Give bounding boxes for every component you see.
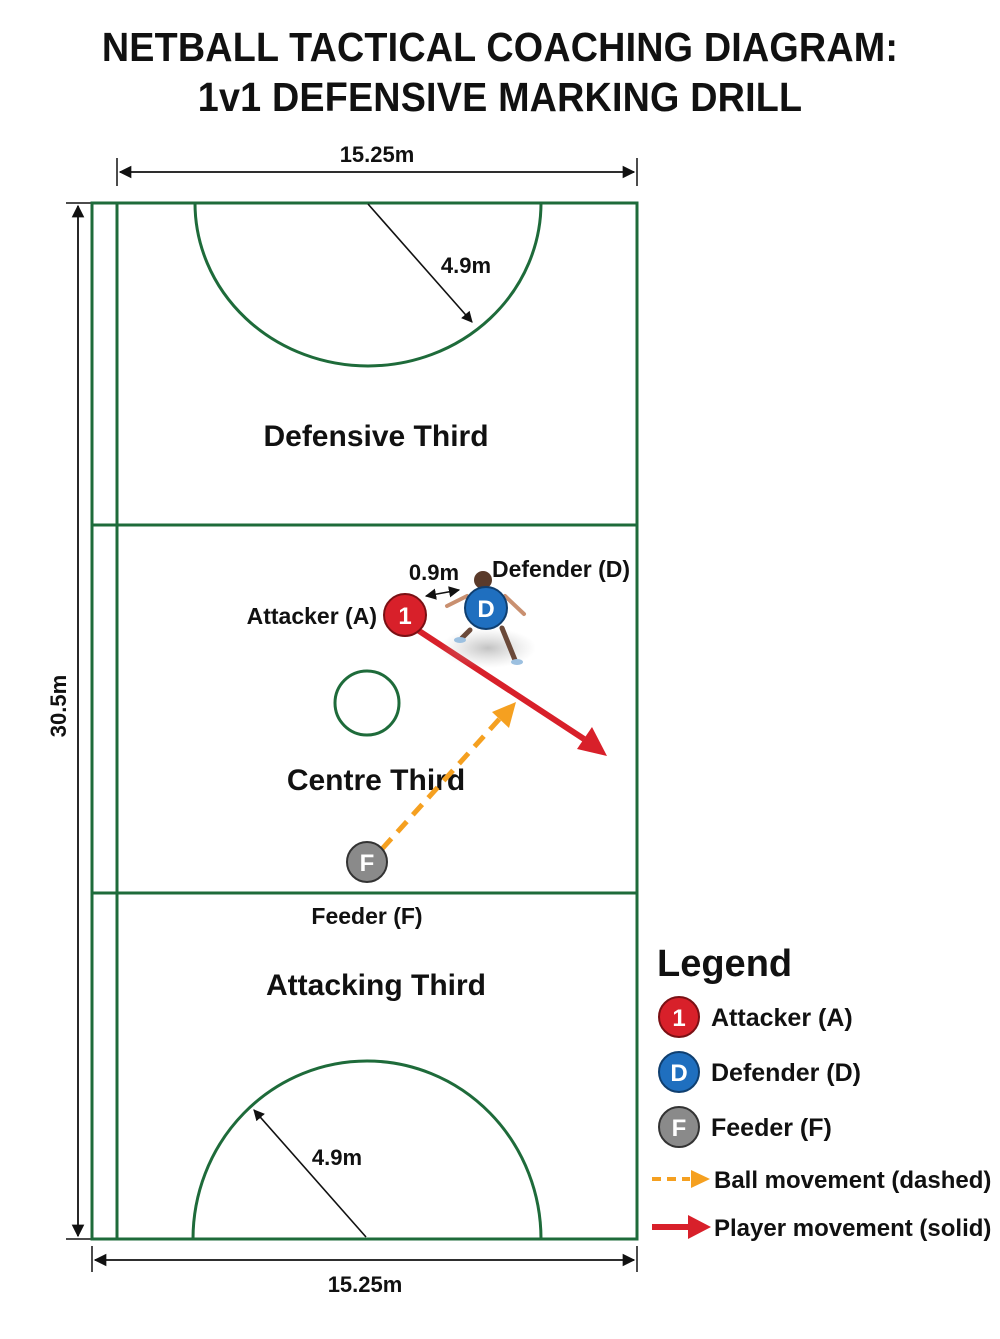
defender-marker: D (464, 586, 508, 630)
title-line-2: 1v1 DEFENSIVE MARKING DRILL (197, 74, 803, 120)
defender-marker-text: D (477, 596, 494, 623)
radius-bottom-label: 4.9m (312, 1145, 362, 1170)
radius-top-label: 4.9m (441, 253, 491, 278)
width-top-label: 15.25m (340, 142, 415, 167)
goal-circle-top (193, 202, 543, 368)
legend-item-attacker: 1 Attacker (A) (658, 996, 853, 1038)
attacker-marker: 1 (383, 593, 427, 637)
legend-title: Legend (657, 943, 792, 985)
dimension-length: 30.5m (46, 202, 92, 1240)
attacker-marker-text: 1 (398, 603, 411, 630)
marking-distance-label: 0.9m (409, 560, 459, 585)
ball-movement-arrow (380, 702, 516, 851)
solid-arrow-icon (652, 1215, 711, 1239)
feeder-marker-text: F (360, 850, 375, 877)
marking-distance: 0.9m (409, 560, 461, 600)
legend-item-feeder: F Feeder (F) (658, 1106, 832, 1148)
zone-attacking-third: Attacking Third (266, 969, 486, 1002)
court-outline (90, 201, 639, 1241)
legend-defender-label: Defender (D) (711, 1059, 861, 1087)
legend-feeder-marker: F (672, 1115, 687, 1142)
zone-defensive-third: Defensive Third (263, 420, 488, 453)
netball-court (90, 201, 639, 1241)
legend-item-ball-movement: Ball movement (dashed) (652, 1167, 991, 1194)
diagram-title: NETBALL TACTICAL COACHING DIAGRAM: 1v1 D… (40, 22, 960, 122)
legend-defender-marker: D (670, 1060, 687, 1087)
zone-centre-third: Centre Third (287, 764, 465, 797)
length-label: 30.5m (46, 675, 71, 737)
legend-feeder-label: Feeder (F) (711, 1114, 832, 1142)
feeder-label: Feeder (F) (311, 903, 422, 929)
dimension-width-bottom: 15.25m (91, 1246, 638, 1297)
legend-item-defender: D Defender (D) (658, 1051, 861, 1093)
legend: Legend 1 Attacker (A) D Defender (D) F F… (652, 943, 991, 1242)
radius-top: 4.9m (367, 203, 491, 323)
legend-item-player-movement: Player movement (solid) (652, 1215, 991, 1242)
goal-circle-bottom (191, 1059, 543, 1240)
player-movement-arrow (408, 622, 607, 756)
legend-attacker-label: Attacker (A) (711, 1004, 853, 1032)
attacker-label: Attacker (A) (247, 603, 377, 629)
defender-figure (440, 571, 536, 668)
dashed-arrow-icon (652, 1170, 710, 1188)
feeder-marker: F (346, 841, 388, 883)
width-bottom-label: 15.25m (328, 1272, 403, 1297)
title-line-1: NETBALL TACTICAL COACHING DIAGRAM: (101, 24, 899, 70)
dimension-width-top: 15.25m (116, 142, 638, 186)
legend-attacker-marker: 1 (672, 1005, 685, 1032)
defender-label: Defender (D) (492, 556, 630, 582)
radius-bottom: 4.9m (253, 1109, 367, 1238)
legend-ball-movement-label: Ball movement (dashed) (714, 1167, 991, 1194)
centre-circle (333, 669, 401, 737)
legend-player-movement-label: Player movement (solid) (714, 1215, 991, 1242)
